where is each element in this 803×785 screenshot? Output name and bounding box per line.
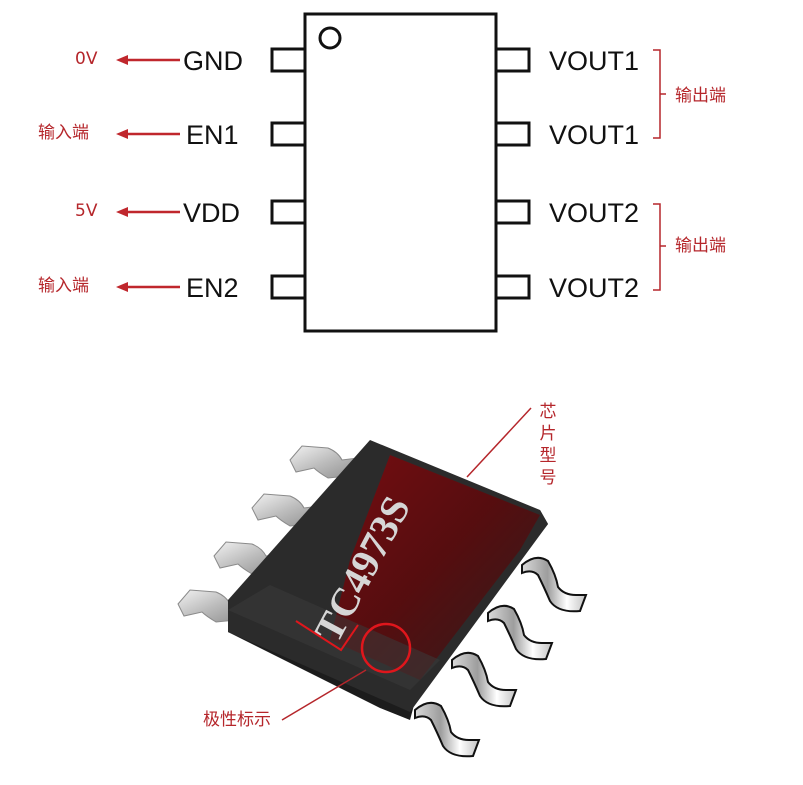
pinout-graphics bbox=[116, 12, 666, 333]
lead-right-3 bbox=[451, 651, 518, 708]
pin-label-gnd: GND bbox=[183, 46, 243, 76]
callout-char: 型 bbox=[539, 446, 557, 466]
pin-stub-vdd bbox=[270, 199, 307, 225]
lead-right-4 bbox=[414, 701, 481, 758]
callout-char: 号 bbox=[539, 468, 557, 488]
pin-stub-vout1-b bbox=[494, 121, 531, 147]
pin-label-vout2-a: VOUT2 bbox=[549, 198, 640, 228]
pin-stub-vout2-a bbox=[494, 199, 531, 225]
marking-highlight-box bbox=[295, 620, 359, 652]
arrow-left-icon bbox=[116, 55, 180, 65]
pin-stub-vout1-a bbox=[494, 47, 531, 73]
chip-body bbox=[228, 440, 548, 720]
annotation-en2: 输入端 bbox=[38, 276, 89, 296]
callout-char: 片 bbox=[539, 424, 557, 444]
package-graphics: TC4973S bbox=[177, 407, 588, 758]
pin-label-en2: EN2 bbox=[186, 273, 239, 303]
group-label-vout1: 输出端 bbox=[675, 86, 726, 106]
group-label-vout2: 输出端 bbox=[675, 236, 726, 256]
pin-stub-en2 bbox=[270, 274, 307, 300]
annotation-en1: 输入端 bbox=[38, 123, 89, 143]
callout-line-model bbox=[466, 407, 532, 478]
right-pin-stubs bbox=[494, 47, 531, 300]
callout-polarity: 极性标示 bbox=[203, 710, 271, 730]
pin-stub-en1 bbox=[270, 121, 307, 147]
pin-stub-vout2-b bbox=[494, 274, 531, 300]
pin-label-vout1-a: VOUT1 bbox=[549, 46, 640, 76]
pin1-marker-icon bbox=[318, 26, 342, 50]
arrow-left-icon bbox=[116, 207, 180, 217]
chip-lower-shade bbox=[228, 585, 440, 690]
bracket-vout1 bbox=[653, 49, 666, 139]
arrow-left-icon bbox=[116, 282, 180, 292]
pin-label-vout1-b: VOUT1 bbox=[549, 120, 640, 150]
ic-body-outline bbox=[303, 12, 498, 333]
pin-label-vout2-b: VOUT2 bbox=[549, 273, 640, 303]
pin-stub-gnd bbox=[270, 47, 307, 73]
bracket-vout2 bbox=[653, 203, 666, 291]
left-pin-stubs bbox=[270, 47, 307, 300]
callout-chip-model: 芯 片 型 号 bbox=[538, 401, 558, 489]
callout-char: 芯 bbox=[539, 402, 557, 422]
pin-label-en1: EN1 bbox=[186, 120, 239, 150]
right-leads bbox=[414, 556, 588, 758]
arrow-left-icon bbox=[116, 129, 180, 139]
polarity-marker-circle bbox=[360, 622, 412, 674]
annotation-gnd: 0V bbox=[75, 49, 98, 69]
left-arrows bbox=[116, 55, 180, 292]
lead-right-1 bbox=[521, 556, 588, 613]
lead-right-2 bbox=[487, 604, 554, 661]
callout-line-polarity bbox=[281, 669, 367, 721]
pin-label-vdd: VDD bbox=[183, 198, 241, 228]
right-brackets bbox=[653, 49, 666, 291]
annotation-vdd: 5V bbox=[75, 201, 98, 221]
